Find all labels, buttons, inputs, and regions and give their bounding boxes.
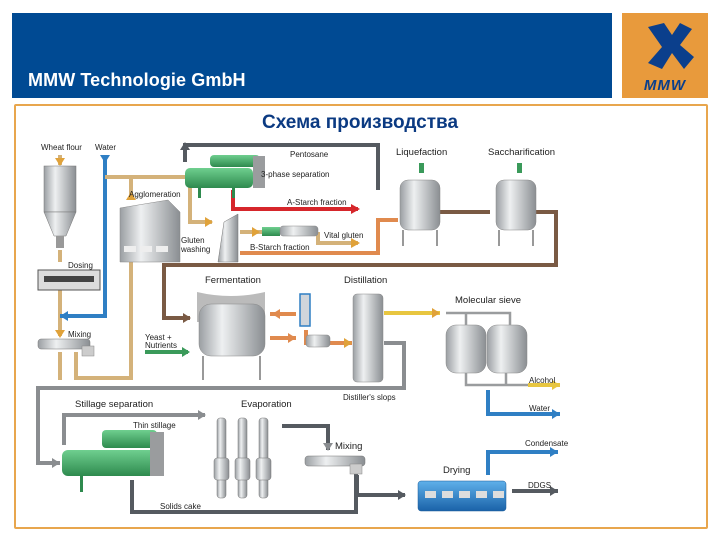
pipe-pentosane: [183, 143, 380, 190]
arrow-icon: [351, 238, 360, 248]
pipe-thin-stillage: [62, 413, 205, 445]
label-pentosane: Pentosane: [290, 150, 329, 159]
label-evaporation: Evaporation: [241, 399, 292, 410]
label-a-starch: A-Starch fraction: [287, 198, 347, 207]
equipment: [37, 155, 537, 512]
arrow-icon: [432, 308, 440, 318]
arrow-icon: [205, 217, 213, 227]
stillage-decanter-icon: [62, 430, 164, 492]
arrow-icon: [288, 333, 296, 343]
arrow-icon: [60, 311, 68, 321]
pump-icon: [305, 334, 331, 348]
label-b-starch: B-Starch fraction: [250, 243, 310, 252]
mixer-icon: [37, 338, 95, 357]
logo-text: MMW: [643, 77, 687, 94]
mixer-icon: [304, 455, 366, 475]
agglomeration-unit-icon: [119, 199, 181, 263]
evaporator-icon: [213, 417, 272, 499]
arrow-icon: [552, 380, 560, 390]
molecular-sieve-icon: [445, 311, 528, 387]
slide-title: Схема производства: [261, 112, 459, 133]
label-water-out: Water: [529, 404, 550, 413]
heat-exchanger-icon: [299, 293, 311, 327]
label-drying: Drying: [443, 465, 470, 476]
gluten-decanter-icon: [262, 225, 319, 237]
distillation-column-icon: [352, 293, 384, 383]
label-thin-stillage: Thin stillage: [133, 421, 176, 430]
arrow-icon: [552, 409, 560, 419]
logo-mark-icon: [648, 23, 694, 69]
label-agglomeration: Agglomeration: [129, 190, 181, 199]
company-name: MMW Technologie GmbH: [28, 70, 246, 90]
label-water: Water: [95, 143, 116, 152]
label-molecular-sieve: Molecular sieve: [455, 295, 521, 306]
label-liquefaction: Liquefaction: [396, 147, 447, 158]
arrow-icon: [55, 330, 65, 338]
arrow-icon: [550, 486, 558, 496]
gluten-washer-icon: [217, 213, 239, 263]
pipe-flour-dosing: [58, 250, 133, 380]
arrow-icon: [351, 204, 360, 214]
label-yeast: Yeast +: [145, 333, 172, 342]
label-vital-gluten: Vital gluten: [324, 231, 363, 240]
pipe-water: [60, 155, 107, 318]
arrow-icon: [126, 192, 136, 200]
label-condensate: Condensate: [525, 439, 569, 448]
label-distillation: Distillation: [344, 275, 387, 286]
arrow-icon: [183, 313, 191, 323]
arrow-icon: [198, 410, 206, 420]
pipe-b-starch: [240, 218, 398, 255]
arrow-icon: [252, 227, 260, 237]
label-gluten-washing-1: Gluten: [181, 236, 205, 245]
label-nutrients: Nutrients: [145, 341, 177, 350]
header-bar: [12, 13, 612, 98]
pipe-mash: [162, 210, 558, 320]
label-distillers-slops: Distiller's slops: [343, 393, 396, 402]
arrow-icon: [52, 458, 60, 468]
label-mixing-2: Mixing: [335, 441, 362, 452]
arrow-icon: [344, 338, 352, 348]
mmw-logo: MMW: [622, 13, 708, 98]
label-stillage-separation: Stillage separation: [75, 399, 153, 410]
arrow-icon: [182, 347, 190, 357]
dryer-icon: [417, 480, 507, 512]
label-wheat-flour: Wheat flour: [41, 143, 82, 152]
dosing-unit-icon: [37, 269, 101, 291]
label-solids-cake: Solids cake: [160, 502, 201, 511]
flour-silo-icon: [43, 165, 77, 248]
label-saccharification: Saccharification: [488, 147, 555, 158]
liquefaction-tank-icon: [399, 163, 441, 246]
label-3-phase: 3-phase separation: [261, 170, 330, 179]
arrow-icon: [180, 142, 190, 150]
label-fermentation: Fermentation: [205, 275, 261, 286]
labels: Wheat flour Water Dosing Mixing Agglomer…: [41, 143, 569, 511]
arrow-icon: [272, 309, 280, 319]
decanter-icon: [185, 155, 265, 198]
pipe-evap-mix: [282, 424, 330, 450]
pipe-mix-dry: [355, 475, 405, 497]
pipe-slops: [36, 341, 406, 465]
label-dosing: Dosing: [68, 261, 93, 270]
arrow-icon: [550, 447, 558, 457]
label-ddgs: DDGS: [528, 481, 551, 490]
label-gluten-washing-2: washing: [180, 245, 210, 254]
arrow-icon: [323, 443, 333, 451]
arrow-icon: [398, 490, 406, 500]
label-mixing-1: Mixing: [68, 330, 91, 339]
arrow-icon: [55, 158, 65, 166]
label-alcohol: Alcohol: [529, 376, 555, 385]
pipe-condensate: [486, 450, 558, 475]
pipe-water-out: [486, 390, 560, 416]
saccharification-tank-icon: [495, 163, 537, 246]
arrow-icon: [100, 155, 110, 163]
fermenter-icon: [197, 292, 266, 380]
